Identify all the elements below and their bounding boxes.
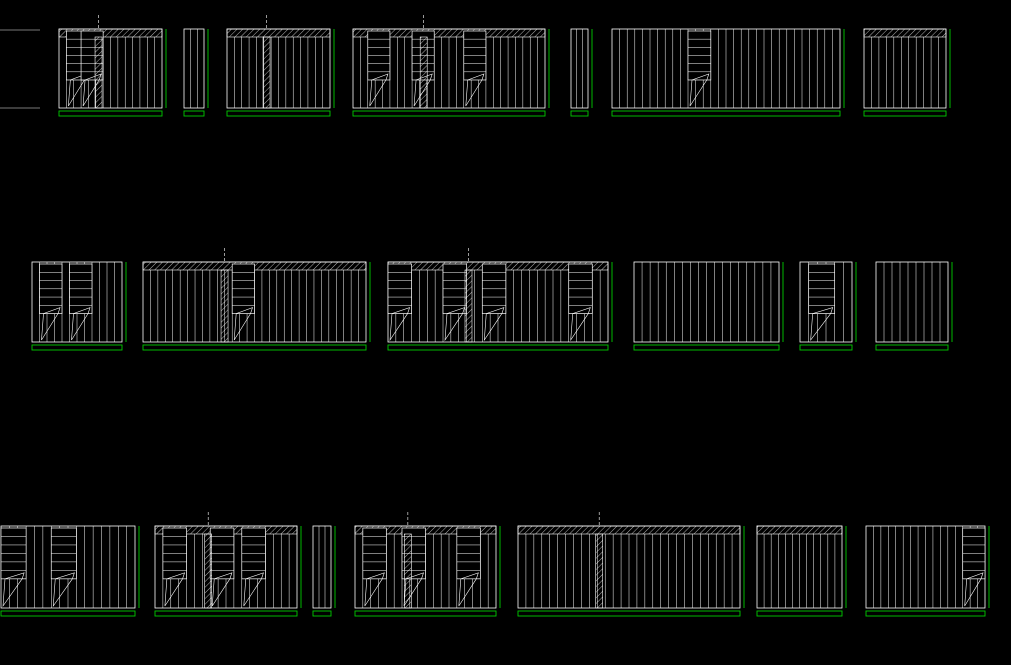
elevation-3-6 (756, 525, 847, 617)
cabinet-unit (962, 527, 986, 607)
cabinet-unit (463, 30, 487, 107)
door-jamb (204, 533, 212, 609)
elevation-1-5 (570, 28, 593, 117)
elevation-3-4 (354, 512, 501, 617)
elevation-3-3 (312, 525, 336, 617)
door-jamb (220, 269, 229, 343)
elevation-3-1 (0, 525, 140, 617)
cabinet-unit (162, 527, 187, 607)
elevation-2-2 (142, 248, 371, 351)
elevation-3-5 (517, 512, 745, 617)
horizontal-dimension (154, 610, 298, 617)
elevation-outline (570, 28, 589, 109)
elevation-1-7 (863, 28, 951, 117)
horizontal-dimension (387, 344, 609, 351)
cabinet-unit (241, 527, 266, 607)
ceiling-hatch (517, 525, 741, 535)
elevation-1-1 (58, 15, 167, 117)
cabinet-unit (362, 527, 387, 607)
base-glyph (41, 307, 61, 341)
horizontal-dimension (183, 110, 205, 117)
cabinet-unit (808, 263, 836, 341)
horizontal-dimension (756, 610, 843, 617)
ceiling-hatch (226, 28, 331, 38)
horizontal-dimension (352, 110, 546, 117)
base-glyph (444, 307, 466, 342)
base-glyph (52, 572, 75, 608)
cabinet-unit (69, 263, 93, 341)
elevation-2-1 (31, 261, 127, 351)
base-glyph (465, 73, 485, 107)
door-jamb (404, 533, 412, 609)
elevation-row-3 (0, 512, 990, 617)
horizontal-dimension (226, 110, 331, 117)
elevation-2-5 (799, 261, 857, 351)
base-glyph (2, 572, 25, 608)
cabinet-unit (568, 263, 593, 342)
base-glyph (964, 572, 984, 607)
elevation-outline (875, 261, 949, 343)
horizontal-dimension (354, 610, 497, 617)
horizontal-dimension (31, 344, 123, 351)
ceiling-hatch (863, 28, 947, 38)
door-jamb (262, 36, 271, 109)
horizontal-dimension (517, 610, 741, 617)
base-glyph (689, 73, 710, 107)
cabinet-unit (387, 263, 412, 342)
base-glyph (369, 73, 389, 107)
base-glyph (389, 307, 411, 342)
door-jamb (595, 533, 604, 609)
cabinet-unit (442, 263, 467, 342)
elevation-3-7 (865, 525, 990, 617)
door-jamb (464, 269, 473, 343)
cabinet-unit (50, 527, 77, 608)
cabinet-unit (481, 263, 507, 342)
base-glyph (810, 307, 834, 341)
horizontal-dimension (58, 110, 163, 117)
horizontal-dimension (633, 344, 780, 351)
elevation-outline (183, 28, 205, 109)
elevation-2-4 (633, 261, 784, 351)
elevation-outline (312, 525, 332, 609)
base-glyph (233, 307, 253, 341)
door-jamb (94, 36, 103, 109)
base-glyph (243, 572, 264, 607)
ceiling-hatch (756, 525, 843, 535)
horizontal-dimension (570, 110, 589, 117)
cabinet-unit (231, 263, 255, 341)
door-jamb (419, 36, 428, 109)
cabinet-unit (0, 527, 27, 608)
elevation-2-3 (387, 248, 613, 351)
horizontal-dimension (863, 110, 947, 117)
elevation-1-6 (611, 28, 845, 117)
cabinet-unit (39, 263, 63, 341)
base-glyph (483, 307, 505, 342)
horizontal-dimension (799, 344, 853, 351)
elevation-1-4 (352, 15, 550, 117)
elevation-row-2 (31, 248, 953, 351)
horizontal-dimension (611, 110, 841, 117)
elevation-1-2 (183, 28, 209, 117)
elevation-2-6 (875, 261, 953, 351)
base-glyph (458, 572, 479, 607)
level-markers (0, 29, 40, 109)
horizontal-dimension (312, 610, 332, 617)
cabinet-unit (456, 527, 481, 607)
horizontal-dimension (865, 610, 986, 617)
cabinet-unit (687, 30, 712, 107)
elevation-3-2 (154, 512, 302, 617)
horizontal-dimension (142, 344, 367, 351)
base-glyph (71, 307, 91, 341)
base-glyph (164, 572, 186, 607)
elevation-1-3 (226, 15, 335, 117)
base-glyph (364, 572, 385, 607)
horizontal-dimension (0, 610, 136, 617)
base-glyph (211, 572, 233, 607)
cabinet-unit (367, 30, 391, 107)
horizontal-dimension (875, 344, 949, 351)
elevation-row-1 (58, 15, 951, 117)
base-glyph (570, 307, 591, 342)
